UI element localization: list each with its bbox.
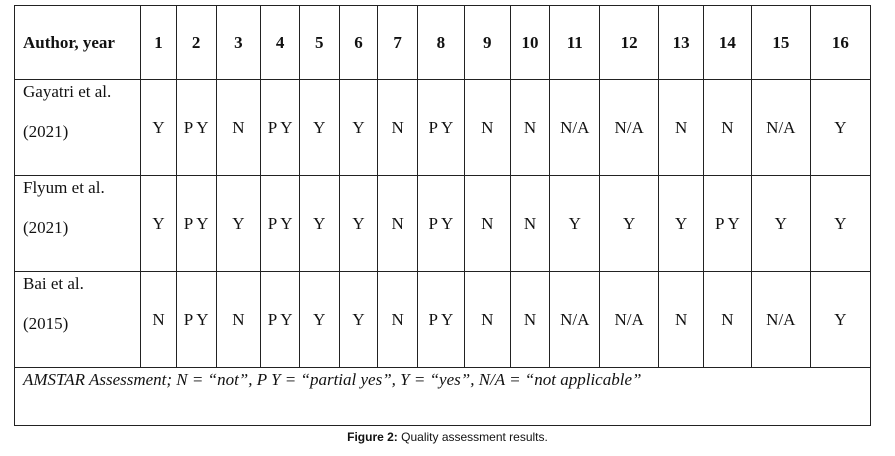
table-note-row: AMSTAR Assessment; N = “not”, P Y = “par… bbox=[14, 367, 871, 426]
rating-cell: P Y bbox=[260, 271, 300, 368]
rating-cell: Y bbox=[549, 175, 601, 272]
column-header-15: 15 bbox=[750, 5, 811, 80]
author-cell: Flyum et al. (2021) bbox=[13, 175, 142, 272]
column-header-1: 1 bbox=[140, 5, 177, 80]
author-name: Gayatri et al. bbox=[23, 82, 112, 101]
rating-cell: Y bbox=[750, 175, 811, 272]
author-cell: Gayatri et al. (2021) bbox=[13, 79, 142, 176]
column-header-16: 16 bbox=[809, 5, 872, 80]
rating-cell: N bbox=[702, 79, 752, 176]
rating-cell: N bbox=[463, 271, 511, 368]
author-year: (2021) bbox=[23, 122, 69, 141]
column-header-12: 12 bbox=[599, 5, 660, 80]
rating-cell: N bbox=[377, 79, 418, 176]
rating-cell: P Y bbox=[702, 175, 752, 272]
rating-cell: P Y bbox=[417, 271, 465, 368]
rating-cell: N/A bbox=[599, 79, 660, 176]
rating-cell: Y bbox=[338, 175, 379, 272]
rating-cell: N bbox=[377, 175, 418, 272]
rating-cell: Y bbox=[809, 271, 872, 368]
rating-cell: N/A bbox=[599, 271, 660, 368]
figure-label: Figure 2: bbox=[347, 430, 398, 444]
column-header-13: 13 bbox=[658, 5, 704, 80]
column-header-9: 9 bbox=[463, 5, 511, 80]
rating-cell: N/A bbox=[750, 79, 811, 176]
rating-cell: N bbox=[377, 271, 418, 368]
column-header-11: 11 bbox=[549, 5, 601, 80]
rating-cell: N/A bbox=[549, 271, 601, 368]
rating-cell: Y bbox=[809, 79, 872, 176]
rating-cell: P Y bbox=[260, 79, 300, 176]
rating-cell: Y bbox=[140, 79, 177, 176]
rating-cell: N bbox=[658, 271, 704, 368]
rating-cell: Y bbox=[140, 175, 177, 272]
rating-cell: Y bbox=[658, 175, 704, 272]
rating-cell: P Y bbox=[417, 175, 465, 272]
rating-cell: N/A bbox=[750, 271, 811, 368]
rating-cell: N/A bbox=[549, 79, 601, 176]
author-name: Bai et al. bbox=[23, 274, 84, 293]
rating-cell: Y bbox=[298, 271, 340, 368]
rating-cell: N bbox=[215, 79, 262, 176]
rating-cell: Y bbox=[298, 79, 340, 176]
column-header-6: 6 bbox=[338, 5, 379, 80]
column-header-3: 3 bbox=[215, 5, 262, 80]
column-header-14: 14 bbox=[702, 5, 752, 80]
author-year: (2021) bbox=[23, 218, 69, 237]
rating-cell: Y bbox=[599, 175, 660, 272]
rating-cell: P Y bbox=[260, 175, 300, 272]
rating-cell: P Y bbox=[417, 79, 465, 176]
rating-cell: N bbox=[702, 271, 752, 368]
table-note: AMSTAR Assessment; N = “not”, P Y = “par… bbox=[14, 367, 871, 426]
column-header-2: 2 bbox=[175, 5, 217, 80]
column-header-5: 5 bbox=[298, 5, 340, 80]
author-cell: Bai et al. (2015) bbox=[13, 271, 142, 368]
rating-cell: N bbox=[463, 175, 511, 272]
figure-caption-text: Quality assessment results. bbox=[397, 430, 548, 444]
rating-cell: N bbox=[509, 79, 551, 176]
column-header-author-year: Author, year bbox=[13, 5, 142, 80]
rating-cell: P Y bbox=[175, 79, 217, 176]
author-year: (2015) bbox=[23, 314, 69, 333]
rating-cell: P Y bbox=[175, 271, 217, 368]
rating-cell: N bbox=[658, 79, 704, 176]
column-header-7: 7 bbox=[377, 5, 418, 80]
rating-cell: P Y bbox=[175, 175, 217, 272]
rating-cell: N bbox=[215, 271, 262, 368]
rating-cell: Y bbox=[298, 175, 340, 272]
rating-cell: N bbox=[463, 79, 511, 176]
rating-cell: N bbox=[509, 175, 551, 272]
figure-caption: Figure 2: Quality assessment results. bbox=[0, 430, 895, 444]
rating-cell: N bbox=[509, 271, 551, 368]
rating-cell: Y bbox=[215, 175, 262, 272]
column-header-10: 10 bbox=[509, 5, 551, 80]
rating-cell: N bbox=[140, 271, 177, 368]
column-header-8: 8 bbox=[417, 5, 465, 80]
column-header-4: 4 bbox=[260, 5, 300, 80]
rating-cell: Y bbox=[338, 79, 379, 176]
author-name: Flyum et al. bbox=[23, 178, 105, 197]
rating-cell: Y bbox=[338, 271, 379, 368]
rating-cell: Y bbox=[809, 175, 872, 272]
